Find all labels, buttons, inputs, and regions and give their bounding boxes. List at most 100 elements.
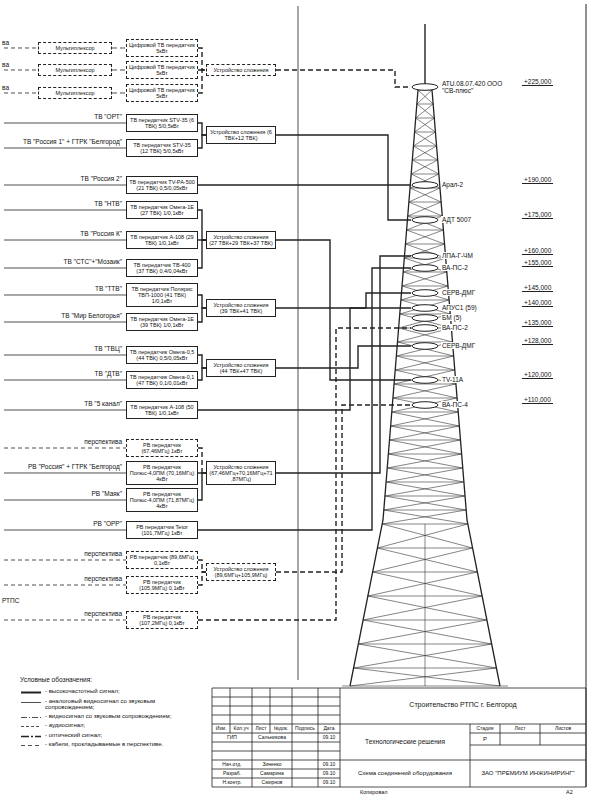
signal-label: ТВ "ОРТ"	[94, 113, 122, 120]
signal-label: перспектива	[84, 550, 122, 557]
signal-connector	[198, 308, 411, 410]
signal-connector	[198, 268, 411, 530]
signal-label: ТВ "Россия К"	[80, 230, 122, 237]
signal-connector	[198, 448, 206, 473]
legend-swatch	[20, 699, 42, 706]
title-block-text: 09.10	[318, 780, 340, 786]
elevation-mark: +128,000	[522, 337, 553, 345]
node-text: Цифровой ТВ передатчик 5кВт	[129, 87, 195, 99]
signal-connector	[198, 560, 206, 572]
node-text: РВ передатчик Tetor (101,7МГц) 1кВт	[129, 524, 195, 536]
legend-swatch	[20, 689, 42, 696]
combiner-box: Устройство сложения (6 ТВК+12 ТВК)	[206, 126, 276, 144]
antenna-ellipse	[411, 304, 439, 312]
title-block-text: Технологические решения	[340, 738, 470, 745]
title-block-text: Кол.уч	[230, 726, 252, 732]
elevation-mark: +120,000	[522, 371, 553, 379]
legend-swatch	[20, 714, 42, 721]
node-text: ТВ передатчик Омега-0,1 (47 ТВК) 0,1/0,0…	[129, 374, 195, 386]
antenna-ellipse	[411, 252, 439, 260]
node-text: Устройство сложения (6 ТВК+12 ТВК)	[209, 129, 273, 141]
node-text: ТВ передатчик Полярис ТВП-1000 (41 ТВК) …	[129, 286, 195, 304]
node-text: РВ передатчик (107,2МГц) 0,1кВт	[129, 614, 195, 626]
title-block-text: ЗАО "ПРЕМИУМ ИНЖИНИРИНГ"	[470, 770, 586, 777]
transmitter-box: ТВ передатчик Омега-0,5 (44 ТВК) 0,5/0,0…	[126, 346, 198, 364]
input-feed-line	[4, 530, 126, 531]
zone-border	[298, 6, 299, 680]
combiner-box: Устройство сложения (27 ТВК+29 ТВК+37 ТВ…	[206, 231, 276, 249]
signal-label: ТВ "ДТВ"	[95, 370, 122, 377]
legend-item: - оптический сигнал;	[20, 732, 206, 740]
elevation-mark: +225,000	[522, 78, 553, 86]
legend-item: - аналоговый видеосигнал со звуковым соп…	[20, 698, 206, 712]
node-text: АПУС1 (59)	[441, 304, 478, 311]
multiplexer-box: Мультиплексор	[38, 87, 112, 99]
transmitter-box: РВ передатчик (89,6МГц) 0,1кВт	[126, 551, 198, 569]
antenna-node: СЕРВ-ДМГ	[411, 289, 476, 297]
transmitter-box: ТВ передатчик Омега-1Е (27 ТВК) 1/0,1кВт	[126, 201, 198, 219]
antenna-ellipse	[411, 289, 439, 297]
node-text: Устройство сложения (27 ТВК+29 ТВК+37 ТВ…	[209, 234, 273, 246]
legend-text: - оптический сигнал;	[42, 732, 102, 739]
signal-connector	[276, 256, 411, 473]
node-text: РВ передатчик (67,46МГц) 1кВт	[129, 442, 195, 454]
signal-label: РТПС	[2, 597, 19, 604]
antenna-ellipse	[411, 376, 439, 384]
combiner-box: Устройство сложения	[206, 64, 276, 76]
node-text: ATU.08.07.420 ООО "СВ-плюс"	[441, 80, 515, 95]
signal-connector	[112, 69, 126, 70]
input-feed-line	[4, 69, 38, 70]
elevation-mark: +155,000	[522, 259, 553, 267]
node-text: ТВ передатчик TV-PA-500 (21 ТВК) 0,5/0,0…	[129, 179, 195, 191]
title-block-text: Нач.отд.	[212, 762, 252, 768]
antenna-ellipse	[411, 181, 439, 189]
antenna-node: ВА-ПС-2	[411, 324, 469, 332]
input-feed-line	[4, 240, 126, 241]
node-text: ТВ передатчик А-108 (50 ТВК) 1/0,1кВт	[129, 404, 195, 416]
legend-text: - аналоговый видеосигнал со звуковым соп…	[42, 698, 206, 712]
node-text: Устройство сложения (89,6МГц+105,9МГц)	[209, 566, 273, 578]
signal-connector	[276, 240, 411, 380]
signal-connector	[276, 293, 411, 308]
title-block-text: Р	[470, 736, 500, 743]
title-block-text: Самарина	[252, 771, 292, 777]
combiner-box: Устройство сложения (44 ТВК+47 ТВК)	[206, 359, 276, 377]
transmitter-box: Цифровой ТВ передатчик 5кВт	[126, 61, 198, 79]
title-block-text: Листов	[540, 726, 586, 732]
transmitter-box: ТВ передатчик А-108 (29 ТВК) 1/0,1кВт	[126, 231, 198, 249]
node-text: СЕРВ-ДМГ	[441, 289, 476, 296]
input-feed-line	[4, 380, 126, 381]
legend-text: - кабели, прокладываемые в перспективе.	[42, 741, 163, 748]
antenna-ellipse	[411, 83, 439, 91]
signal-connector	[198, 572, 206, 585]
node-text: Цифровой ТВ передатчик 5кВт	[129, 64, 195, 76]
node-text: ТВ передатчик А-108 (29 ТВК) 1/0,1кВт	[129, 234, 195, 246]
transmitter-box: ТВ передатчик Омега-0,1 (47 ТВК) 0,1/0,0…	[126, 371, 198, 389]
signal-label: ТВ "5 канал"	[84, 400, 122, 407]
node-text: ЛПА-Г-ЧМ	[441, 252, 474, 259]
signal-connector	[198, 210, 206, 240]
node-text: ТВ передатчик Омега-1Е (39 ТВК) 1/0,1кВт	[129, 316, 195, 328]
input-feed-line	[4, 499, 126, 500]
node-text: БМ (5)	[441, 314, 462, 321]
transmitter-box: ТВ передатчик Полярис ТВП-1000 (41 ТВК) …	[126, 283, 198, 307]
signal-connector	[198, 308, 206, 322]
antenna-node: ВА-ПС-2	[411, 264, 469, 272]
multiplexer-box: Мультиплексор	[38, 64, 112, 76]
antenna-ellipse	[411, 401, 439, 409]
transmitter-box: ТВ передатчик А-108 (50 ТВК) 1/0,1кВт	[126, 401, 198, 419]
combiner-box: Устройство сложения (67,46МГц+70,16МГц+7…	[206, 461, 276, 485]
tower-lattice	[342, 24, 508, 686]
signal-connector	[198, 368, 206, 380]
signal-label: ва	[2, 61, 9, 68]
transmitter-box: РВ передатчик (107,2МГц) 0,1кВт	[126, 611, 198, 629]
legend-item: - кабели, прокладываемые в перспективе.	[20, 741, 206, 749]
antenna-ellipse	[411, 314, 439, 322]
title-block-text: Разраб.	[212, 771, 252, 777]
signal-connector	[198, 70, 206, 93]
node-text: Арал-2	[441, 181, 464, 188]
input-feed-line	[4, 322, 126, 323]
input-feed-line	[4, 268, 126, 269]
transmitter-box: РВ передатчик Tetor (101,7МГц) 1кВт	[126, 521, 198, 539]
signal-label: ТВ "ТТВ"	[95, 285, 122, 292]
